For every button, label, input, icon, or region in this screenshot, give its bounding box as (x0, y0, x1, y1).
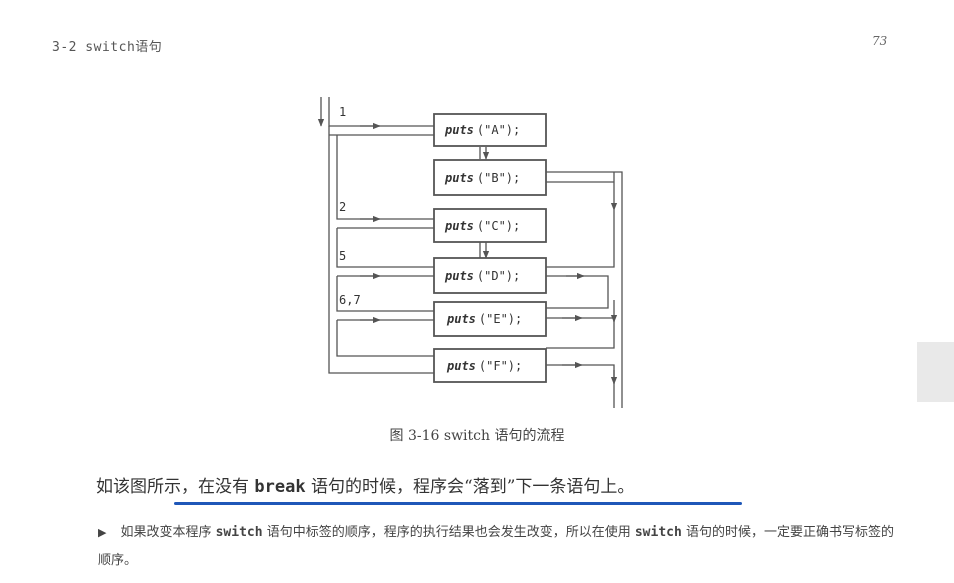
box-d-arg: ("D"); (477, 269, 520, 283)
note-part-1: 如果改变本程序 (120, 525, 216, 540)
box-a-fn: puts (444, 123, 474, 137)
svg-text:puts("A");: puts("A"); (444, 123, 520, 137)
box-f-arg: ("F"); (479, 359, 522, 373)
box-e-arg: ("E"); (479, 312, 522, 326)
sentence-part-2: 语句的时候，程序会“落到”下一条语句上。 (305, 477, 635, 497)
sentence-part-1: 如该图所示，在没有 (96, 477, 255, 497)
svg-text:puts("D");: puts("D"); (444, 269, 520, 283)
note-switch-keyword-1: switch (215, 525, 263, 540)
page-edge-tab (917, 342, 954, 402)
triangle-marker-icon: ▶ (98, 526, 107, 539)
note-part-2: 语句中标签的顺序，程序的执行结果也会发生改变，所以在使用 (262, 525, 635, 540)
box-b-fn: puts (444, 171, 474, 185)
box-e-fn: puts (446, 312, 476, 326)
box-b-arg: ("B"); (477, 171, 520, 185)
note-paragraph: ▶ 如果改变本程序 switch 语句中标签的顺序，程序的执行结果也会发生改变，所… (98, 519, 898, 575)
box-a (433, 113, 547, 147)
svg-text:puts("C");: puts("C"); (444, 219, 520, 233)
switch-flow-diagram: puts("A"); puts("B"); puts("C"); puts("D… (317, 97, 623, 408)
case-label-2: 2 (339, 200, 346, 214)
box-b (433, 159, 547, 196)
case-label-1: 1 (339, 105, 346, 119)
main-sentence: 如该图所示，在没有 break 语句的时候，程序会“落到”下一条语句上。 (96, 472, 634, 497)
svg-text:puts("E");: puts("E"); (446, 312, 522, 326)
note-part-3: 语句的时候，一定要正确书写标签的顺序。 (98, 525, 894, 568)
box-c (433, 208, 547, 243)
box-c-arg: ("C"); (477, 219, 520, 233)
figure-caption: 图 3-16 switch 语句的流程 (389, 428, 565, 444)
box-e (433, 301, 547, 337)
section-header: 3-2 switch语句 (52, 40, 163, 55)
box-c-fn: puts (444, 219, 474, 233)
highlight-underline (174, 502, 742, 505)
box-a-arg: ("A"); (477, 123, 520, 137)
page-number: 73 (872, 34, 888, 48)
box-f-fn: puts (446, 359, 476, 373)
note-switch-keyword-2: switch (634, 525, 682, 540)
svg-text:puts("B");: puts("B"); (444, 171, 520, 185)
case-label-6-7: 6,7 (339, 293, 361, 307)
box-f (433, 348, 547, 383)
box-d (433, 257, 547, 294)
box-d-fn: puts (444, 269, 474, 283)
case-label-5: 5 (339, 249, 346, 263)
break-keyword: break (254, 477, 306, 497)
svg-text:puts("F");: puts("F"); (446, 359, 522, 373)
